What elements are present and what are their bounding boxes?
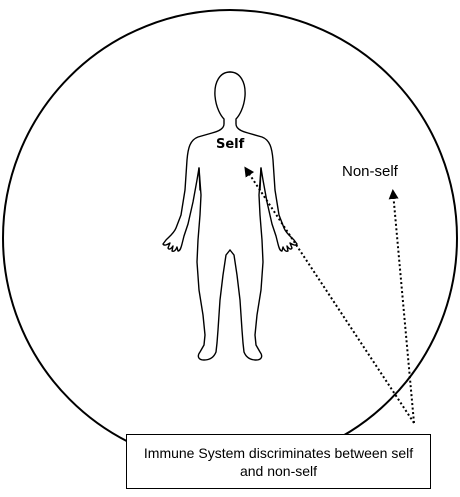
boundary-circle (3, 10, 457, 466)
arrow-to-self (246, 169, 414, 423)
nonself-label: Non-self (342, 163, 399, 180)
caption-text: Immune System discriminates between self… (127, 444, 430, 480)
caption-box: Immune System discriminates between self… (126, 434, 431, 489)
self-label: Self (216, 137, 245, 152)
arrow-to-nonself (393, 192, 414, 423)
